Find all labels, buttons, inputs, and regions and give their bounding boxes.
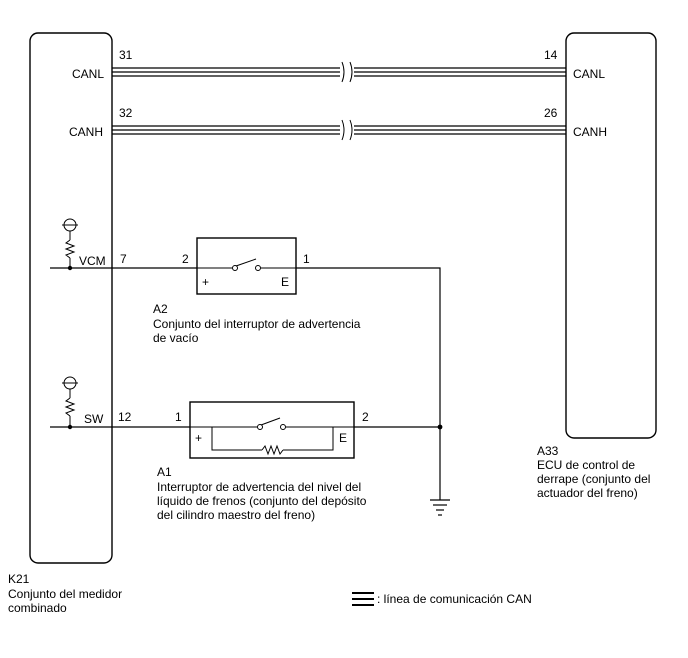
vcm-pin: 7	[120, 252, 127, 266]
sw-label: SW	[84, 412, 104, 426]
a1-minus: E	[339, 431, 347, 445]
ecu-right-name-line-2: derrape (conjunto del	[537, 472, 650, 486]
ecu-right-box	[565, 32, 657, 439]
a1-switch-symbol	[190, 417, 354, 430]
junction-dot	[437, 424, 443, 430]
a2-switch-box	[196, 237, 297, 295]
ecu-right-name-line-1: ECU de control de	[537, 458, 635, 472]
a2-code: A2	[153, 302, 168, 316]
a1-plus: +	[195, 431, 202, 445]
a2-switch-symbol	[197, 258, 296, 271]
ground-icon	[430, 499, 450, 516]
ecu-left-name-line-1: Conjunto del medidor	[8, 587, 122, 601]
sw-pin: 12	[118, 410, 132, 424]
legend-text: : línea de comunicación CAN	[377, 592, 532, 606]
a1-pin-out: 2	[362, 410, 369, 424]
ecu-left-name-line-2: combinado	[8, 601, 67, 615]
ecu-left-box	[29, 32, 113, 564]
ecu-right-code: A33	[537, 444, 559, 458]
can-canl-right-pin: 14	[544, 48, 558, 62]
vcm-label: VCM	[79, 254, 106, 268]
can-line-canl	[112, 61, 566, 83]
can-line-canh	[112, 119, 566, 141]
a2-pin-in: 2	[182, 252, 189, 266]
a1-pin-in: 1	[175, 410, 182, 424]
ecu-right-name-line-3: actuador del freno)	[537, 486, 638, 500]
a2-plus: +	[202, 275, 209, 289]
ecu-left-code: K21	[8, 572, 30, 586]
can-canl-left-pin: 31	[119, 48, 133, 62]
a2-name-line-2: de vacío	[153, 331, 199, 345]
wire-a2-to-ground	[296, 267, 441, 500]
a2-pin-out: 1	[303, 252, 310, 266]
a2-name-line-1: Conjunto del interruptor de advertencia	[153, 317, 361, 331]
a1-internal-resistor	[211, 427, 334, 456]
a1-name-line-2: líquido de frenos (conjunto del depósito	[157, 494, 367, 508]
a1-name-line-1: Interruptor de advertencia del nivel del	[157, 480, 361, 494]
can-canl-left-label: CANL	[72, 67, 104, 81]
a1-code: A1	[157, 465, 172, 479]
can-canh-left-pin: 32	[119, 106, 133, 120]
can-canh-right-label: CANH	[573, 125, 607, 139]
pullup-resistor-sw	[62, 376, 78, 430]
can-line-legend-icon	[352, 592, 374, 606]
can-canh-right-pin: 26	[544, 106, 558, 120]
can-canl-right-label: CANL	[573, 67, 605, 81]
can-canh-left-label: CANH	[69, 125, 103, 139]
a2-minus: E	[281, 275, 289, 289]
a1-name-line-3: del cilindro maestro del freno)	[157, 508, 315, 522]
